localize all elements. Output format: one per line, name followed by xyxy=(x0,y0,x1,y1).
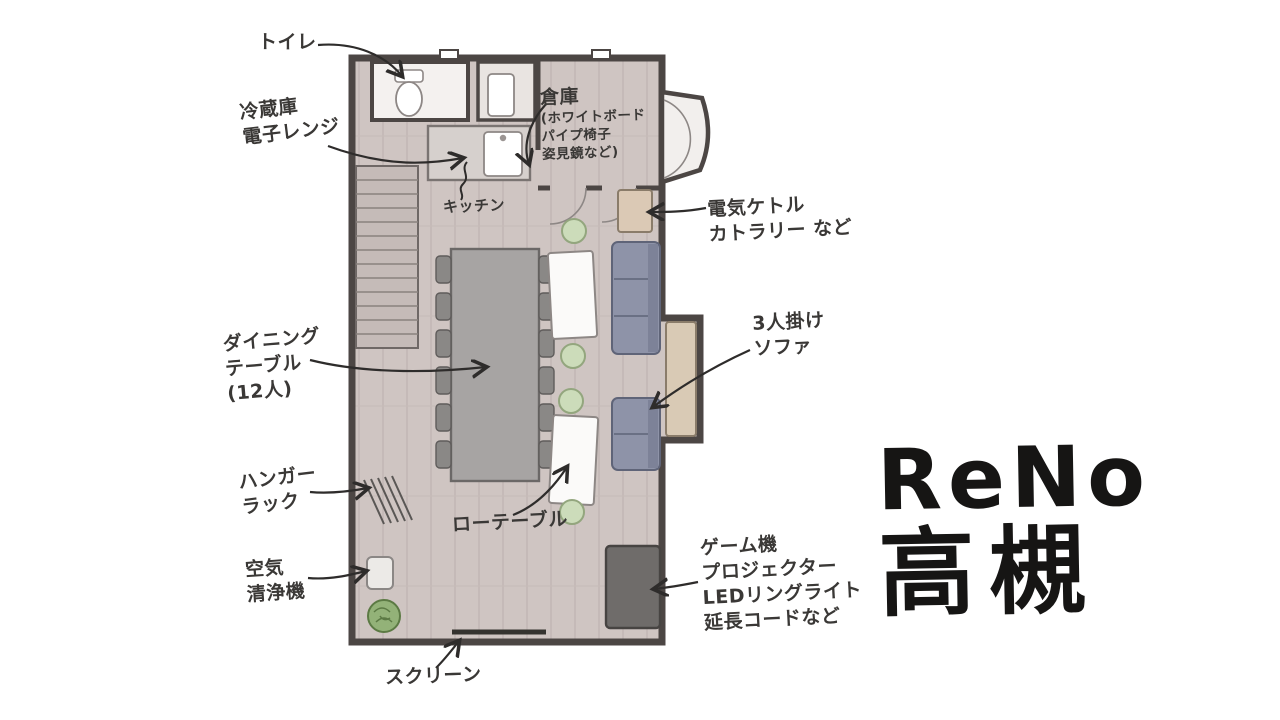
sofa-2 xyxy=(611,397,661,471)
chair xyxy=(538,329,555,358)
stool xyxy=(558,388,584,414)
washbasin xyxy=(487,73,515,117)
label-kitchen: キッチン xyxy=(442,195,506,217)
page-title: ReNo 高槻 xyxy=(876,426,1153,631)
chair xyxy=(435,329,452,358)
washroom xyxy=(476,60,537,122)
dining-table xyxy=(435,247,555,483)
label-sofa: 3人掛け ソファ xyxy=(751,309,826,360)
leader-hanger xyxy=(309,488,368,493)
toilet-fixture xyxy=(395,81,423,117)
leader-sofa xyxy=(653,348,751,407)
kitchen-counter xyxy=(426,124,532,182)
label-toilet-text: トイレ xyxy=(258,31,317,53)
stool xyxy=(560,343,586,369)
leader-air xyxy=(307,571,366,578)
leader-dining xyxy=(309,360,486,371)
kitchen-faucet xyxy=(499,134,507,142)
entrance xyxy=(659,89,711,186)
sofa-1 xyxy=(611,241,661,355)
label-game-equipment: ゲーム機 プロジェクター LEDリングライト 延長コードなど xyxy=(699,533,863,635)
chair xyxy=(435,366,452,395)
leader-kettle xyxy=(650,208,707,212)
stairs xyxy=(355,165,419,349)
plant xyxy=(367,599,401,633)
leader-toilet xyxy=(317,43,402,76)
bay-window-bench xyxy=(665,321,697,437)
leader-fridge xyxy=(327,144,463,163)
chair xyxy=(435,403,452,432)
low-table-2 xyxy=(547,414,600,506)
stool xyxy=(561,218,587,244)
label-hanger-rack: ハンガー ラック xyxy=(237,462,318,519)
leader-lowtable xyxy=(512,467,567,517)
label-screen: スクリーン xyxy=(384,663,482,689)
toilet-room xyxy=(370,60,470,122)
chair xyxy=(538,366,555,395)
stool xyxy=(559,499,585,525)
air-purifier xyxy=(366,556,394,590)
wall-vent xyxy=(591,49,611,60)
label-kettle: 電気ケトル カトラリー など xyxy=(706,193,853,246)
low-table-1 xyxy=(546,250,599,340)
chair xyxy=(435,292,452,321)
leader-screen xyxy=(435,641,459,669)
leader-game xyxy=(654,582,699,589)
label-dining-table: ダイニング テーブル (12人) xyxy=(221,324,322,406)
leader-storage xyxy=(526,103,547,164)
tv-cabinet xyxy=(604,544,662,630)
label-storage: 倉庫 (ホワイトボード パイプ椅子 姿見鏡など) xyxy=(539,85,646,163)
storage-room xyxy=(535,58,662,225)
storage-door-arc xyxy=(549,187,587,225)
entrance-door-arc xyxy=(663,99,692,179)
label-air-purifier: 空気 清浄機 xyxy=(244,556,307,607)
title-line1: ReNo xyxy=(876,426,1152,530)
kettle-shelf xyxy=(617,189,653,233)
hanger-rack xyxy=(363,475,413,525)
chair xyxy=(435,255,452,284)
wall-vent xyxy=(439,49,459,60)
title-line2: 高槻 xyxy=(877,514,1100,631)
label-toilet: トイレ xyxy=(258,30,317,55)
chair xyxy=(435,440,452,469)
